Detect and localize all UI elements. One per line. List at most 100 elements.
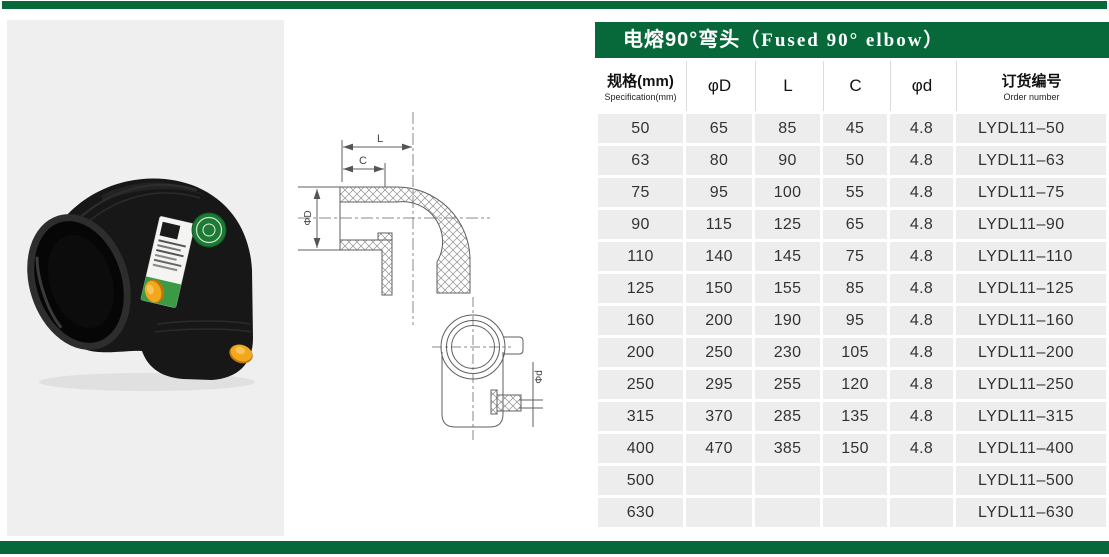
cell-C: [823, 466, 887, 495]
table-title: 电熔90°弯头（Fused 90° elbow）: [595, 22, 1109, 58]
terminal-cap-left: [144, 279, 165, 303]
cell-phiD: 95: [686, 178, 752, 207]
cell-order: LYDL11–63: [956, 146, 1106, 175]
rib-line: [156, 320, 251, 325]
cell-phid: 4.8: [890, 306, 953, 335]
cell-C: 120: [823, 370, 887, 399]
cell-spec: 400: [598, 434, 683, 463]
cell-C: [823, 498, 887, 527]
cell-C: 45: [823, 114, 887, 143]
cell-L: 125: [755, 210, 820, 239]
column-header-phid: φd: [890, 61, 953, 111]
cell-spec: 250: [598, 370, 683, 399]
cell-phid: 4.8: [890, 370, 953, 399]
cell-C: 50: [823, 146, 887, 175]
cell-phiD: [686, 498, 752, 527]
cell-phiD: 470: [686, 434, 752, 463]
cell-spec: 75: [598, 178, 683, 207]
cell-L: 90: [755, 146, 820, 175]
table-row: 500 LYDL11–500: [598, 466, 1106, 495]
cell-spec: 160: [598, 306, 683, 335]
rib-line: [154, 328, 252, 333]
cell-C: 95: [823, 306, 887, 335]
cell-order: LYDL11–75: [956, 178, 1106, 207]
cell-phid: 4.8: [890, 274, 953, 303]
cell-L: 85: [755, 114, 820, 143]
cell-phid: 4.8: [890, 338, 953, 367]
cell-phiD: 200: [686, 306, 752, 335]
cell-L: 255: [755, 370, 820, 399]
technical-drawing-panel: L C ΦD: [285, 90, 595, 450]
rib-line: [80, 192, 201, 229]
cell-phid: 4.8: [890, 434, 953, 463]
cell-L: 230: [755, 338, 820, 367]
cell-L: 190: [755, 306, 820, 335]
cell-order: LYDL11–110: [956, 242, 1106, 271]
cell-phiD: 65: [686, 114, 752, 143]
spec-table-panel: 电熔90°弯头（Fused 90° elbow） 规格(mm)Specifica…: [595, 22, 1109, 530]
cell-phiD: 150: [686, 274, 752, 303]
cell-phid: [890, 498, 953, 527]
cell-spec: 90: [598, 210, 683, 239]
column-header-L: L: [755, 61, 820, 111]
table-title-en: （Fused 90° elbow）: [740, 30, 945, 51]
elbow-dome-highlight: [102, 182, 205, 202]
cell-spec: 315: [598, 402, 683, 431]
cell-C: 65: [823, 210, 887, 239]
cell-order: LYDL11–200: [956, 338, 1106, 367]
column-header-spec: 规格(mm)Specification(mm): [598, 61, 683, 111]
column-header-C: C: [823, 61, 887, 111]
cell-phiD: 80: [686, 146, 752, 175]
cell-order: LYDL11–400: [956, 434, 1106, 463]
table-row: 630 LYDL11–630: [598, 498, 1106, 527]
cell-spec: 50: [598, 114, 683, 143]
cell-C: 75: [823, 242, 887, 271]
elbow-photo: [27, 178, 255, 391]
column-header-phiD: φD: [686, 61, 752, 111]
cell-C: 85: [823, 274, 887, 303]
cell-spec: 630: [598, 498, 683, 527]
cell-order: LYDL11–630: [956, 498, 1106, 527]
cell-phiD: 115: [686, 210, 752, 239]
cell-spec: 110: [598, 242, 683, 271]
cell-phid: 4.8: [890, 242, 953, 271]
product-photo-panel: [7, 20, 284, 536]
cell-spec: 200: [598, 338, 683, 367]
cell-phid: 4.8: [890, 178, 953, 207]
cell-spec: 500: [598, 466, 683, 495]
cell-L: [755, 466, 820, 495]
cell-L: [755, 498, 820, 527]
cell-C: 55: [823, 178, 887, 207]
cell-phid: [890, 466, 953, 495]
cell-phiD: 250: [686, 338, 752, 367]
cell-order: LYDL11–125: [956, 274, 1106, 303]
elbow-drawing: L C ΦD: [298, 112, 545, 440]
cell-phid: 4.8: [890, 114, 953, 143]
cell-spec: 125: [598, 274, 683, 303]
cell-phid: 4.8: [890, 402, 953, 431]
cell-order: LYDL11–160: [956, 306, 1106, 335]
cell-phiD: 295: [686, 370, 752, 399]
cell-phid: 4.8: [890, 210, 953, 239]
cell-C: 105: [823, 338, 887, 367]
cell-L: 155: [755, 274, 820, 303]
cell-spec: 63: [598, 146, 683, 175]
rib-line: [76, 183, 198, 221]
cell-C: 135: [823, 402, 887, 431]
socket-opening: [27, 214, 131, 350]
cell-order: LYDL11–500: [956, 466, 1106, 495]
